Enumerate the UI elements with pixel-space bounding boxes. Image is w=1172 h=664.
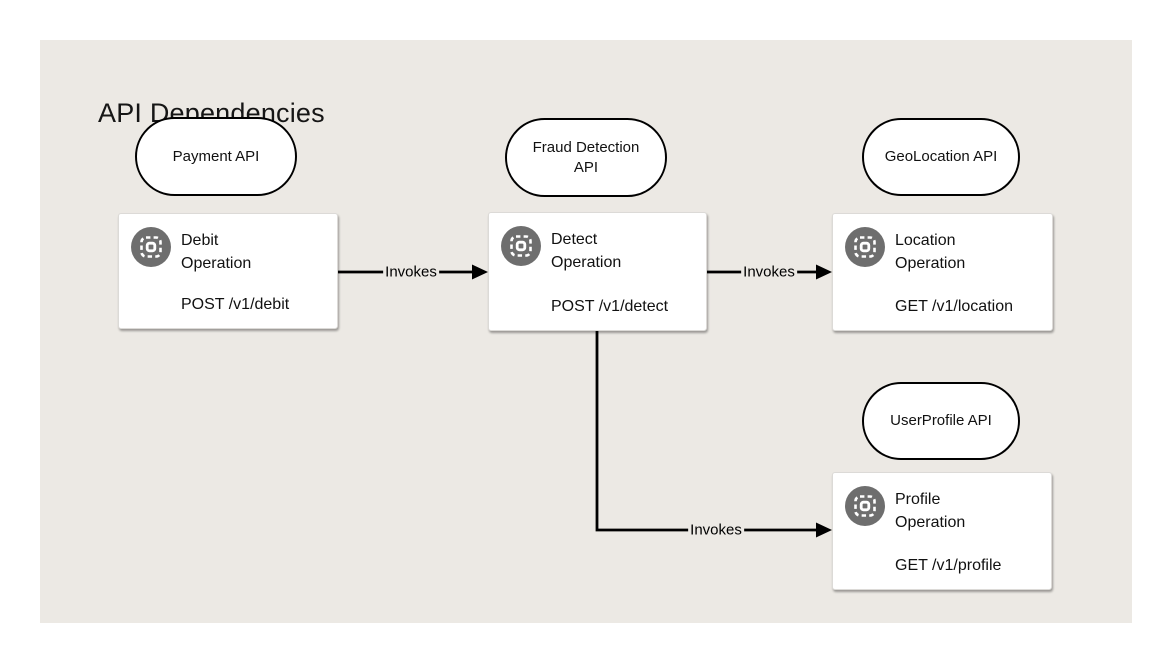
- operation-node-detect[interactable]: Detect Operation POST /v1/detect: [488, 212, 707, 331]
- operation-icon: [131, 227, 171, 267]
- operation-node-debit[interactable]: Debit Operation POST /v1/debit: [118, 213, 338, 329]
- operation-icon: [501, 226, 541, 266]
- api-node-fraud-detection-label: Fraud Detection API: [532, 138, 640, 176]
- api-node-geolocation-label: GeoLocation API: [884, 148, 998, 165]
- operation-node-profile[interactable]: Profile Operation GET /v1/profile: [832, 472, 1052, 590]
- edge-label-invokes: Invokes: [688, 521, 744, 539]
- operation-title: Profile Operation: [895, 491, 966, 531]
- api-node-userprofile[interactable]: UserProfile API: [862, 382, 1020, 460]
- operation-icon: [845, 486, 885, 526]
- operation-method: POST /v1/debit: [181, 296, 290, 313]
- operation-method: GET /v1/location: [895, 298, 1013, 315]
- edge-label-invokes: Invokes: [741, 263, 797, 281]
- operation-title: Detect Operation: [551, 231, 622, 271]
- operation-method: POST /v1/detect: [551, 298, 669, 315]
- operation-method: GET /v1/profile: [895, 557, 1002, 574]
- api-node-geolocation[interactable]: GeoLocation API: [862, 118, 1020, 196]
- api-node-payment[interactable]: Payment API: [135, 117, 297, 196]
- api-node-payment-label: Payment API: [172, 147, 260, 165]
- edge-label-invokes: Invokes: [383, 263, 439, 281]
- operation-title: Debit Operation: [181, 232, 252, 272]
- operation-title: Location Operation: [895, 232, 966, 272]
- operation-icon: [845, 227, 885, 267]
- api-node-userprofile-label: UserProfile API: [890, 412, 992, 429]
- operation-node-location[interactable]: Location Operation GET /v1/location: [832, 213, 1053, 331]
- api-node-fraud-detection[interactable]: Fraud Detection API: [505, 118, 667, 197]
